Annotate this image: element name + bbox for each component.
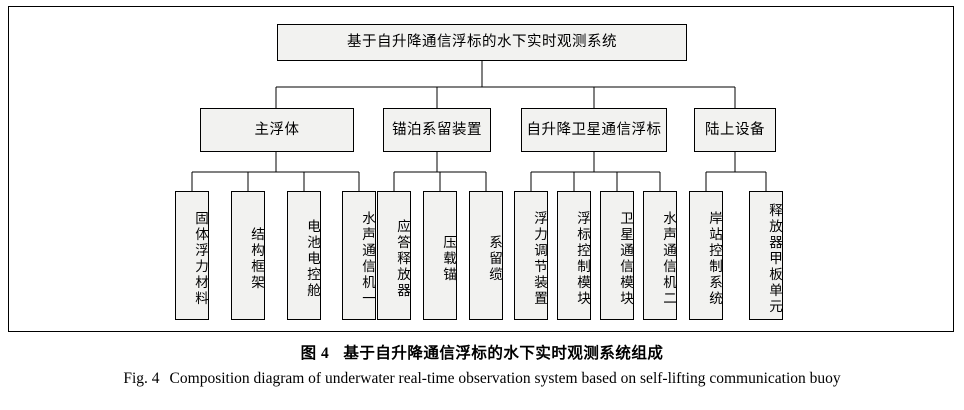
node-leaf: 释放器甲板单元 bbox=[749, 191, 783, 320]
node-leaf-label: 系留缆 bbox=[487, 234, 502, 283]
figure-border bbox=[8, 6, 954, 332]
node-branch-label: 主浮体 bbox=[254, 121, 300, 138]
node-leaf: 卫星通信模块 bbox=[600, 191, 634, 320]
node-branch-main-float: 主浮体 bbox=[200, 108, 354, 152]
node-leaf-label: 固体浮力材料 bbox=[193, 210, 208, 307]
node-leaf: 岸站控制系统 bbox=[689, 191, 723, 320]
node-leaf-label: 水声通信机二 bbox=[661, 210, 676, 307]
node-root: 基于自升降通信浮标的水下实时观测系统 bbox=[277, 24, 687, 61]
node-leaf: 水声通信机二 bbox=[643, 191, 677, 320]
caption-english-number: Fig. 4 bbox=[123, 370, 160, 387]
node-leaf-label: 浮标控制模块 bbox=[575, 210, 590, 307]
caption-chinese-text: 基于自升降通信浮标的水下实时观测系统组成 bbox=[343, 345, 664, 362]
node-leaf-label: 释放器甲板单元 bbox=[767, 202, 782, 315]
node-leaf-label: 结构框架 bbox=[249, 226, 264, 291]
node-leaf: 结构框架 bbox=[231, 191, 265, 320]
node-leaf: 浮标控制模块 bbox=[557, 191, 591, 320]
caption-chinese-number: 图 4 bbox=[300, 345, 330, 362]
node-leaf-label: 卫星通信模块 bbox=[618, 210, 633, 307]
node-branch-label: 锚泊系留装置 bbox=[392, 121, 482, 138]
caption-english: Fig. 4 Composition diagram of underwater … bbox=[0, 370, 964, 388]
node-branch-buoy: 自升降卫星通信浮标 bbox=[521, 108, 667, 152]
node-leaf-label: 压载锚 bbox=[441, 234, 456, 283]
node-leaf-label: 浮力调节装置 bbox=[532, 210, 547, 307]
caption-english-text: Composition diagram of underwater real-t… bbox=[169, 370, 841, 387]
node-leaf: 水声通信机一 bbox=[342, 191, 376, 320]
node-root-label: 基于自升降通信浮标的水下实时观测系统 bbox=[347, 34, 617, 51]
node-branch-label: 陆上设备 bbox=[705, 121, 765, 138]
node-branch-shore: 陆上设备 bbox=[694, 108, 776, 152]
node-leaf: 压载锚 bbox=[423, 191, 457, 320]
node-leaf: 浮力调节装置 bbox=[514, 191, 548, 320]
node-leaf: 固体浮力材料 bbox=[175, 191, 209, 320]
node-branch-label: 自升降卫星通信浮标 bbox=[526, 121, 662, 138]
node-leaf-label: 岸站控制系统 bbox=[707, 210, 722, 307]
org-chart: 基于自升降通信浮标的水下实时观测系统 主浮体 锚泊系留装置 自升降卫星通信浮标 … bbox=[175, 24, 783, 320]
caption-chinese: 图 4 基于自升降通信浮标的水下实时观测系统组成 bbox=[0, 341, 964, 363]
node-leaf-label: 水声通信机一 bbox=[360, 210, 375, 307]
node-leaf-label: 电池电控舱 bbox=[305, 218, 320, 299]
node-leaf: 应答释放器 bbox=[377, 191, 411, 320]
node-leaf-label: 应答释放器 bbox=[395, 218, 410, 299]
node-leaf: 电池电控舱 bbox=[287, 191, 321, 320]
node-branch-mooring: 锚泊系留装置 bbox=[383, 108, 491, 152]
node-leaf: 系留缆 bbox=[469, 191, 503, 320]
